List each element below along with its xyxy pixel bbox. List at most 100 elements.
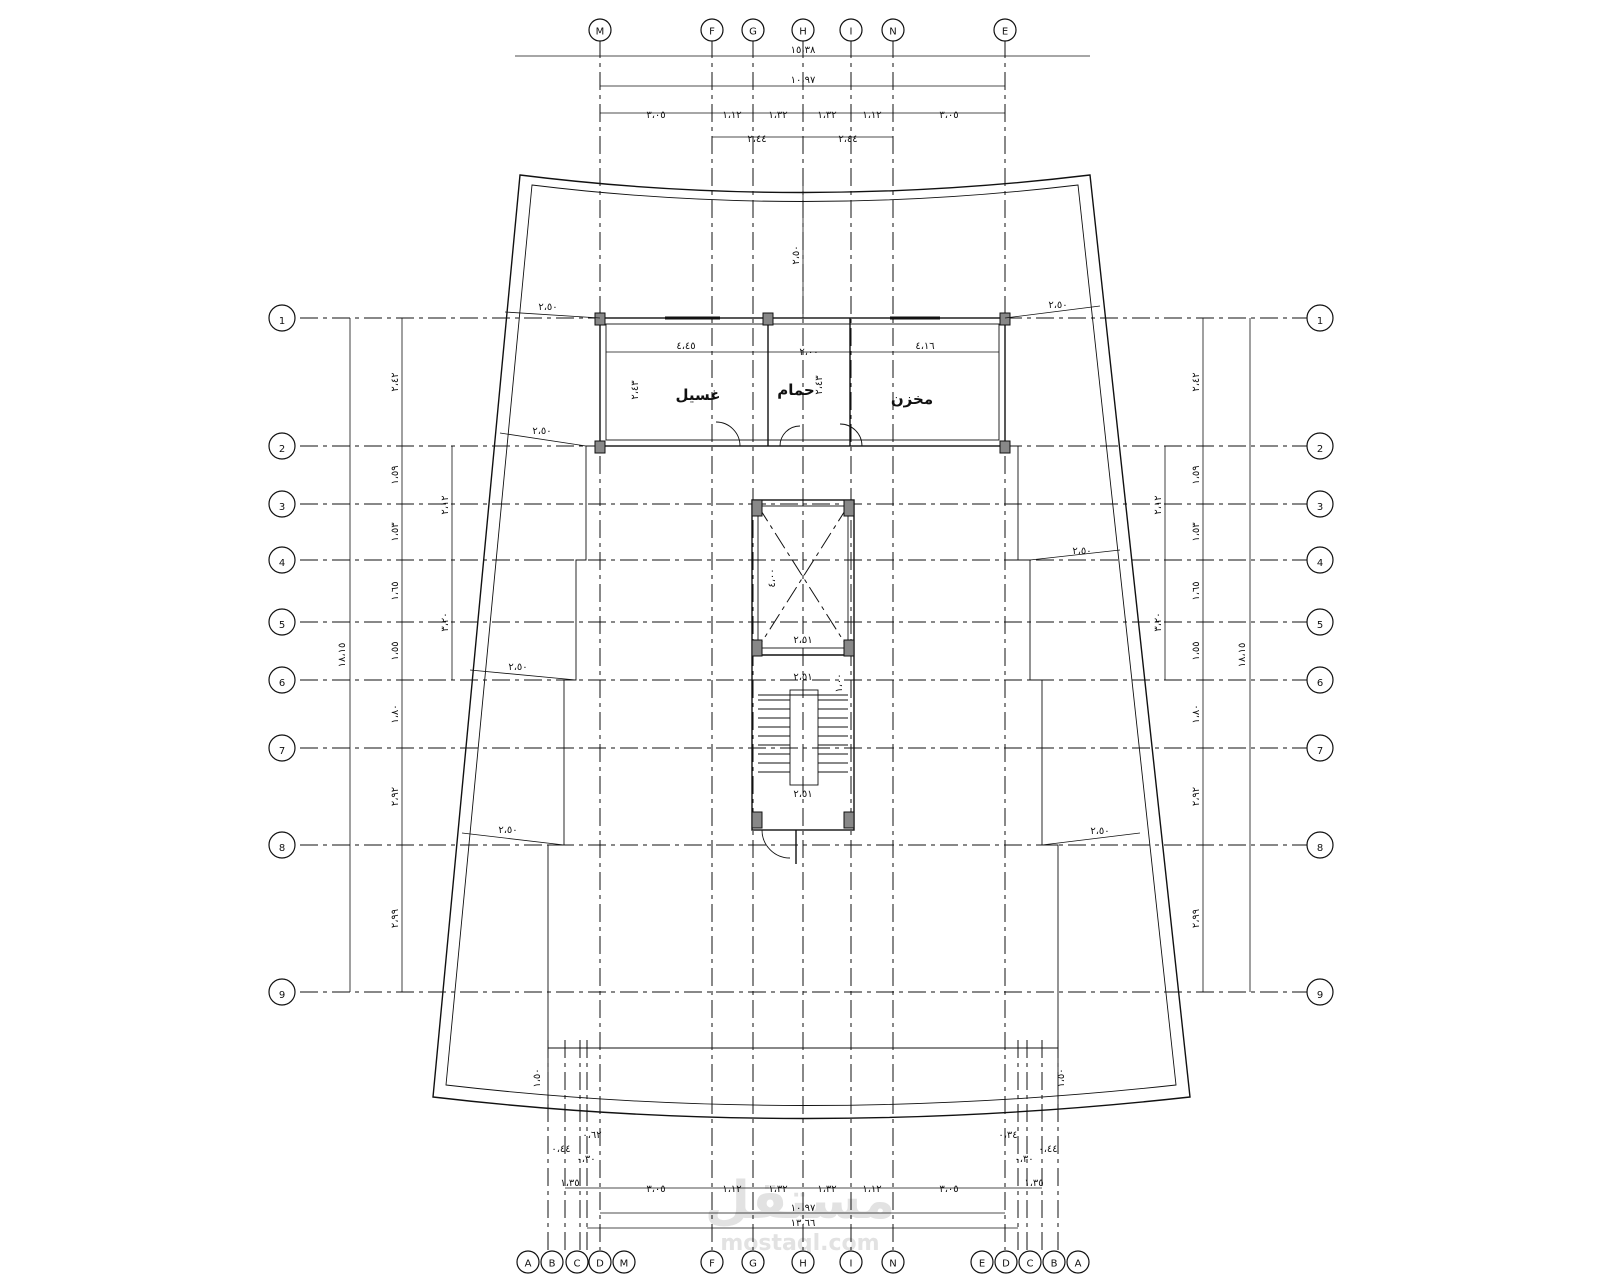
dim-side-left-row: ١،٦٥ (390, 581, 401, 600)
axis-top-N-circle (881, 18, 905, 42)
dim-line-overhang-4 (1004, 305, 1101, 319)
axis-row-left-7-label: 7 (279, 746, 285, 757)
axis-row-right-6-circle (1306, 666, 1334, 694)
axis-row-left-2-label: 2 (279, 444, 285, 455)
core-column-4 (751, 811, 763, 829)
column-3 (999, 440, 1011, 454)
axis-top-G-circle (741, 18, 765, 42)
dim-bottom-span: ١،١٢ (862, 1184, 881, 1195)
axis-row-right-6-label: 6 (1317, 678, 1323, 689)
dim-bottom-left-edge: ١،٥٠ (532, 1068, 543, 1087)
upper-rooms (594, 312, 1011, 454)
axis-top-F-label: F (709, 27, 715, 38)
axis-bottom-left-circle (540, 1250, 564, 1274)
dim-bottom-span: ١،٣٢ (768, 1184, 787, 1195)
dim-side-right-overall: ١٨،١٥ (1237, 643, 1248, 668)
axis-row-right-1-circle (1306, 304, 1334, 332)
shaft-cross-2 (757, 505, 849, 649)
axis-row-right-4-circle (1306, 546, 1334, 574)
axis-bottom-left-label: A (525, 1259, 532, 1270)
axis-bottom-center-circle (881, 1250, 905, 1274)
axis-row-right-5-circle (1306, 608, 1334, 636)
dim-line-overhang-5 (1029, 549, 1121, 561)
axis-row-left-1-label: 1 (279, 316, 285, 327)
axis-bottom-center-circle (839, 1250, 863, 1274)
axis-bottom-right-label: B (1051, 1259, 1058, 1270)
column-4 (762, 312, 774, 326)
axis-row-left-1-circle (268, 304, 296, 332)
dim-side-left-row: ١،٥٩ (390, 465, 401, 484)
dim-bottom-axes: ١٠،٩٧ (791, 1203, 816, 1214)
axis-bottom-right-circle (970, 1250, 994, 1274)
dim-side-left-row: ١،٥٣ (390, 522, 401, 542)
dim-overhang-0: ٢،٥٠ (538, 302, 557, 313)
stair-core (751, 499, 855, 864)
elevator-shaft (757, 505, 849, 649)
axis-row-right-7-label: 7 (1317, 746, 1323, 757)
roof-outline (432, 174, 1191, 1120)
dim-side-right-group-a: ٢،١٢ (1153, 495, 1164, 514)
watermark: مستقل mostaql.com (705, 1171, 895, 1256)
axis-bottom-right-circle (1018, 1250, 1042, 1274)
dim-bottom-overall: ١٣،٦٦ (791, 1218, 816, 1229)
axis-top-H-label: H (799, 27, 807, 38)
roof-parapet-inner (445, 184, 1177, 1106)
axis-top-E-circle (993, 18, 1017, 42)
axis-bottom-right-label: E (979, 1259, 985, 1270)
axis-bottom-left-label: C (574, 1259, 581, 1270)
dim-stair-run: ١،٠٠ (834, 673, 845, 692)
roof-left-step-line (547, 318, 601, 1105)
dim-side-left-row: ١،٥٥ (390, 641, 401, 660)
axis-bottom-center-circle (791, 1250, 815, 1274)
dim-overhang-3: ٢،٥٠ (498, 825, 517, 836)
axis-row-left-2-circle (268, 432, 296, 460)
column-1 (999, 312, 1011, 326)
dim-shaft-height: ٤،٠٠ (767, 568, 778, 587)
dim-bottom-left-small: ٠،٦٢ (582, 1130, 601, 1141)
stair-door-swing (761, 829, 791, 859)
axis-top-F-circle (700, 18, 724, 42)
axis-bottom-left-label: D (596, 1259, 604, 1270)
core-column-0 (751, 499, 763, 517)
room-label-bathroom: حمام (777, 381, 815, 399)
dim-top-axes: ١٠،٩٧ (791, 75, 816, 86)
axis-bottom-center-label: G (749, 1259, 757, 1270)
dim-side-right-row: ٢،٤٢ (1191, 372, 1202, 391)
axis-row-right-3-label: 3 (1317, 502, 1323, 513)
dim-roof-top: ٢،٥٠ (791, 245, 802, 264)
axis-row-right-8-label: 8 (1317, 843, 1323, 854)
rooms-block-inner (605, 323, 1000, 441)
axis-row-right-7-circle (1306, 734, 1334, 762)
dim-bottom-span: ١،١٢ (722, 1184, 741, 1195)
rooms-block-outline (599, 317, 1006, 447)
axis-row-right-9-circle (1306, 978, 1334, 1006)
axis-row-right-8-circle (1306, 831, 1334, 859)
axis-bottom-right-circle (1042, 1250, 1066, 1274)
axis-top-M-label: M (596, 27, 605, 38)
dim-top-sub: ٢،٤٤ (747, 134, 766, 145)
watermark-arabic: مستقل (705, 1171, 895, 1231)
axis-row-left-9-circle (268, 978, 296, 1006)
axis-bottom-left-circle (565, 1250, 589, 1274)
dim-top-span: ١،٣٢ (817, 110, 836, 121)
dim-bottom-right-small: ٠،٣٠ (1014, 1154, 1033, 1165)
dim-bottom-right-small: ٠،٣٤ (998, 1130, 1017, 1141)
core-column-1 (843, 499, 855, 517)
dim-bottom-right-small: ٠،٤٤ (1038, 1144, 1057, 1155)
dim-top-overall: ١٥،٣٨ (791, 45, 816, 56)
dim-top-span: ١،٣٢ (768, 110, 787, 121)
column-0 (594, 312, 606, 326)
dim-store-width: ٤،١٦ (915, 341, 934, 352)
dim-bath-height: ٢،٤٣ (814, 375, 825, 395)
dim-side-left-group-b: ٣،٢٠ (440, 612, 451, 631)
axis-bottom-left-circle (588, 1250, 612, 1274)
dim-top-sub: ٢،٤٤ (838, 134, 857, 145)
dim-overhang-4: ٢،٥٠ (1048, 300, 1067, 311)
dim-top-span: ٣،٠٥ (646, 110, 665, 121)
dim-side-right-row: ١،٥٥ (1191, 641, 1202, 660)
axis-row-left-6-label: 6 (279, 678, 285, 689)
axis-row-left-8-label: 8 (279, 843, 285, 854)
axis-bottom-left-circle (612, 1250, 636, 1274)
dim-overhang-1: ٢،٥٠ (532, 426, 551, 437)
